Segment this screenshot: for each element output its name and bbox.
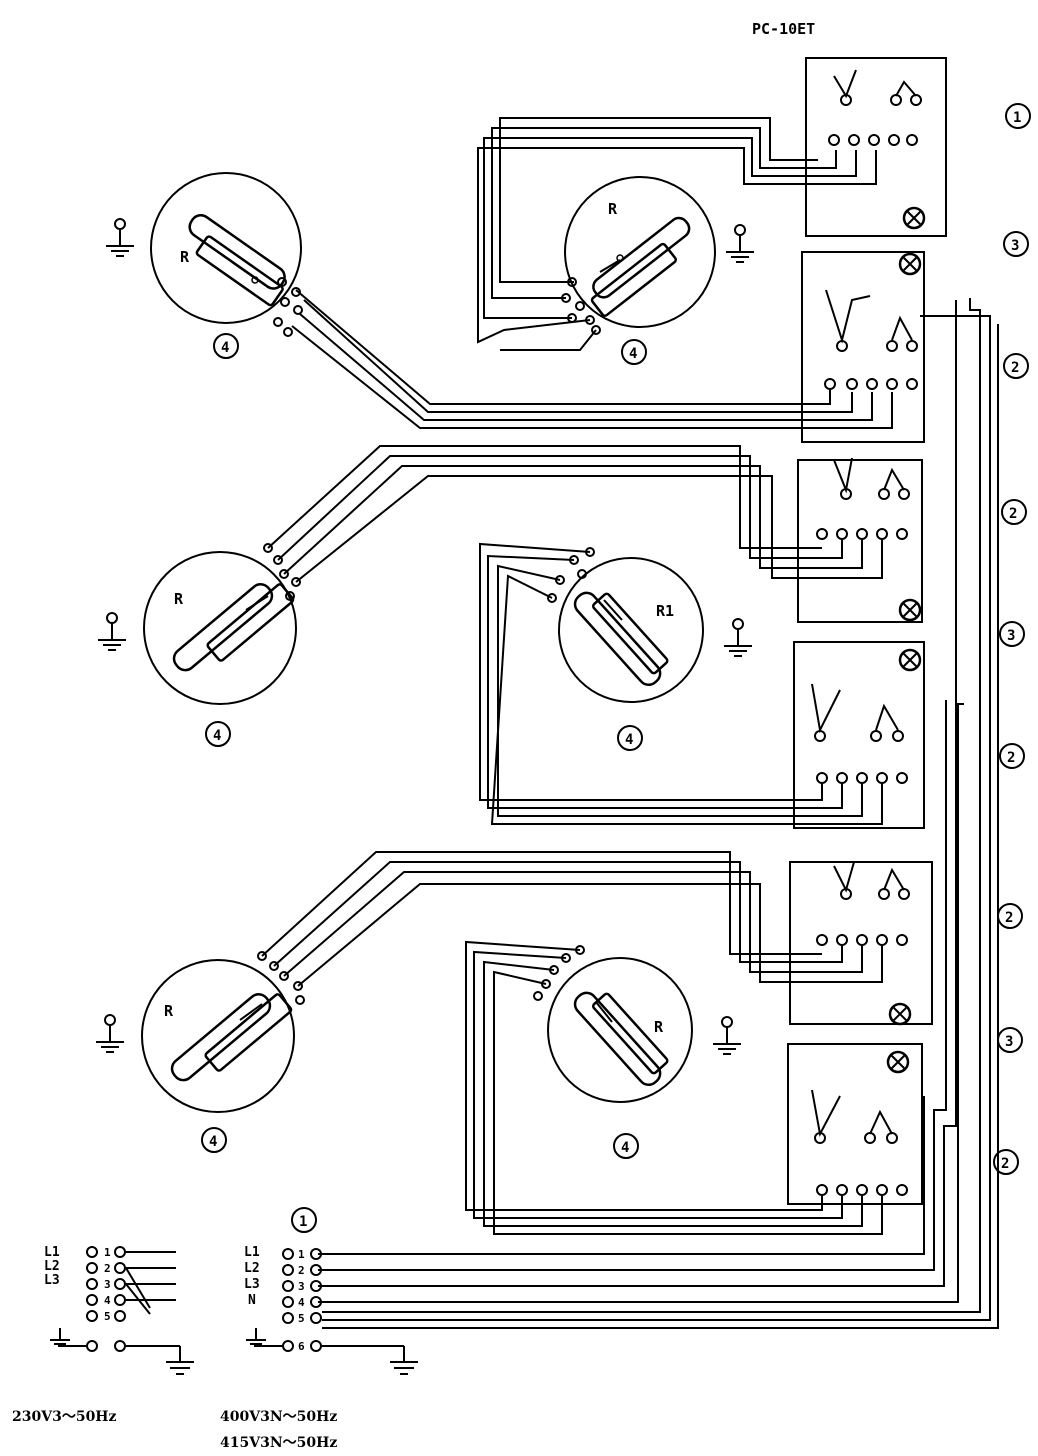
supply-label-415v: 415V3N～50Hz xyxy=(220,1435,338,1451)
terminal-number: 5 xyxy=(104,1310,111,1323)
callout-label: 3 xyxy=(1007,628,1015,644)
ground-icon xyxy=(725,224,755,263)
terminal-number: 3 xyxy=(104,1278,111,1291)
ground-icon xyxy=(712,1016,742,1055)
callout-label: 4 xyxy=(625,732,633,748)
hotplate-top-left xyxy=(150,172,303,337)
indicator-lamp-icon xyxy=(886,1050,910,1074)
terminal-block-single-phase: L1 L2 L3 1 2 3 4 5 xyxy=(44,1245,194,1375)
line-label: L1 xyxy=(44,1245,60,1260)
ground-icon xyxy=(723,618,753,657)
callout-label: 2 xyxy=(1007,750,1015,766)
callout-label: 4 xyxy=(209,1134,217,1150)
terminal-number: 3 xyxy=(298,1280,305,1293)
indicator-lamp-icon xyxy=(898,648,922,672)
indicator-lamp-icon xyxy=(898,252,922,276)
hotplate-bottom-left xyxy=(141,951,305,1113)
burner-label-bottom-right: R xyxy=(654,1018,664,1036)
callout-label: 4 xyxy=(221,340,229,356)
callout-label: 2 xyxy=(1009,506,1017,522)
terminal-number: 2 xyxy=(298,1264,305,1277)
hotplate-middle-right xyxy=(547,547,704,703)
hotplate-bottom-right xyxy=(533,945,693,1103)
burner-label-r1: R1 xyxy=(656,602,674,620)
line-label: L2 xyxy=(44,1259,60,1274)
line-label: L3 xyxy=(244,1277,260,1292)
callout-markers: 1 3 2 2 3 2 2 3 2 4 4 4 4 4 4 1 xyxy=(201,103,1031,1233)
burner-label-bottom-left: R xyxy=(164,1002,174,1020)
callout-label: 4 xyxy=(213,728,221,744)
wire-bundles xyxy=(261,117,999,1329)
indicator-lamp-icon xyxy=(902,206,926,230)
line-label: N xyxy=(248,1293,256,1308)
line-label: L2 xyxy=(244,1261,260,1276)
hotplate-middle-left xyxy=(143,543,301,705)
callout-label: 3 xyxy=(1005,1034,1013,1050)
page-title: PC-10ET xyxy=(752,20,816,38)
terminal-number: 1 xyxy=(298,1248,305,1261)
callout-label: 2 xyxy=(1001,1156,1009,1172)
callout-label: 4 xyxy=(629,346,637,362)
indicator-lamp-icon xyxy=(888,1002,912,1026)
burner-label-middle-left: R xyxy=(174,590,184,608)
indicator-lamp-icon xyxy=(898,598,922,622)
callout-label: 3 xyxy=(1011,238,1019,254)
terminal-number: 6 xyxy=(298,1340,305,1353)
ground-icon xyxy=(105,218,135,257)
terminal-number: 1 xyxy=(104,1246,111,1259)
terminal-number: 4 xyxy=(298,1296,305,1309)
burner-label-top-left: R xyxy=(180,248,190,266)
ground-icon xyxy=(97,612,127,651)
callout-label: 4 xyxy=(621,1140,629,1156)
callout-label: 1 xyxy=(299,1214,307,1230)
ground-icon xyxy=(95,1014,125,1053)
callout-label: 1 xyxy=(1013,110,1021,126)
burner-label-top-right: R xyxy=(608,200,618,218)
supply-label-230v: 230V3～50Hz xyxy=(12,1409,117,1425)
callout-label: 2 xyxy=(1005,910,1013,926)
hotplate-top-right xyxy=(561,176,716,335)
terminal-number: 4 xyxy=(104,1294,111,1307)
supply-label-400v: 400V3N～50Hz xyxy=(220,1409,338,1425)
switch-blocks xyxy=(787,57,947,1205)
terminal-number: 2 xyxy=(104,1262,111,1275)
terminal-number: 5 xyxy=(298,1312,305,1325)
line-label: L3 xyxy=(44,1273,60,1288)
callout-label: 2 xyxy=(1011,360,1019,376)
terminal-block-three-phase: L1 L2 L3 N 1 2 3 4 5 6 xyxy=(244,1245,418,1375)
line-label: L1 xyxy=(244,1245,260,1260)
